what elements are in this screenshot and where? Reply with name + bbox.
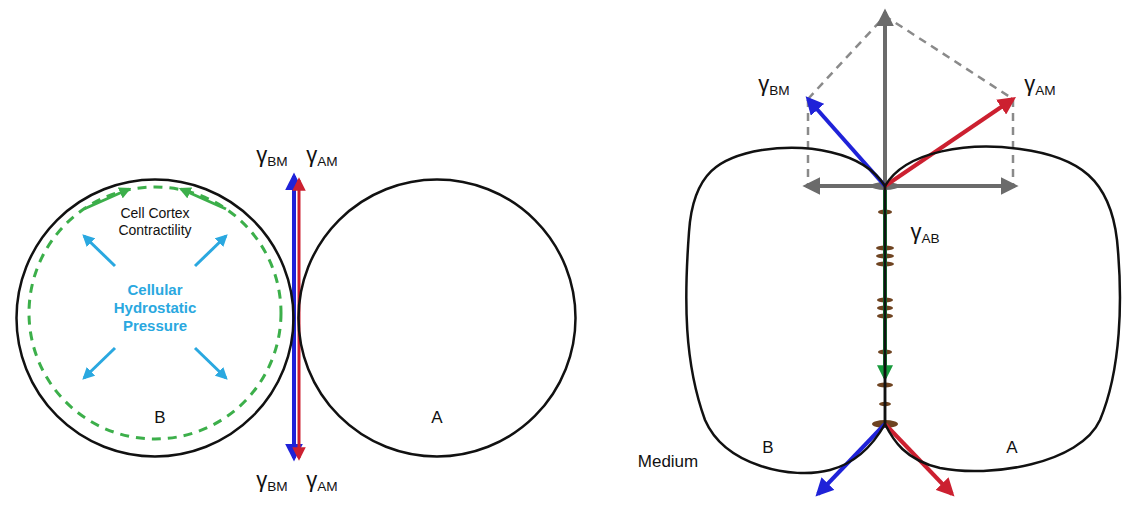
tension-symbol: γBM [758, 71, 789, 97]
component-arrow [806, 184, 885, 188]
cell-text: B [140, 408, 180, 428]
outline [885, 142, 1123, 478]
pressure-arrows [84, 236, 226, 378]
cell-shape: B [683, 145, 886, 480]
tension-symbol: γBM [256, 467, 287, 493]
tension-symbol: γAM [306, 467, 337, 493]
parallelogram-guides [808, 16, 1013, 184]
tension-arrow [818, 424, 885, 494]
tension-symbol: γBM [256, 142, 287, 168]
outline [683, 145, 886, 480]
cell-shape: A [885, 142, 1123, 478]
cell-name: B [748, 438, 788, 458]
tension-symbol: γAB [910, 219, 939, 245]
cell-name: A [417, 408, 457, 428]
cell-text: Cellular Hydrostatic Pressure [100, 281, 210, 335]
tension-arrow [885, 99, 1013, 186]
cell-circle: A [297, 178, 577, 458]
tension-symbol: γAM [306, 142, 337, 168]
cell-name: A [992, 438, 1032, 458]
resultant-arrow [883, 12, 887, 186]
cell-text: Cell Cortex Contractility [100, 205, 210, 239]
cortex-dashed-circle [29, 187, 281, 439]
cell-circle: Cell Cortex ContractilityCellular Hydros… [15, 178, 295, 458]
medium-label: Medium [638, 452, 698, 472]
component-arrow [885, 184, 1015, 188]
tension-symbol: γAM [1024, 71, 1055, 97]
